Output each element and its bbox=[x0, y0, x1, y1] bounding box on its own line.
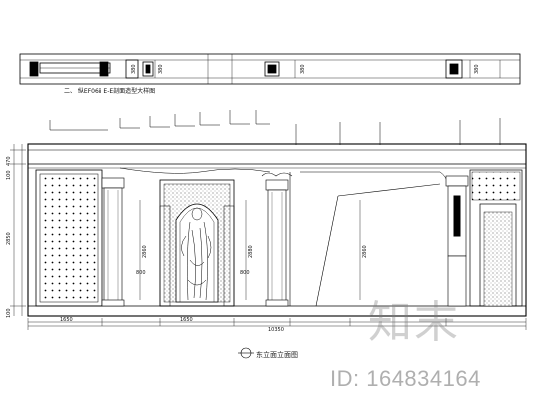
inner-height-3: 2860 bbox=[362, 245, 368, 258]
height-dim-4: 100 bbox=[6, 308, 12, 318]
annotation-leaders bbox=[49, 110, 501, 145]
strip-dim-3: 380 bbox=[300, 64, 306, 74]
bottom-dim-2: 1650 bbox=[180, 317, 193, 323]
center-column bbox=[261, 172, 293, 307]
statue-figure bbox=[181, 207, 212, 301]
inner-height-1: 2860 bbox=[142, 245, 148, 258]
left-panel bbox=[35, 169, 103, 307]
inner-height-2: 2880 bbox=[248, 245, 254, 258]
height-dim-2: 100 bbox=[6, 170, 12, 180]
top-section-strip bbox=[19, 53, 521, 85]
drawing-title: 东立面立面图 bbox=[256, 351, 298, 359]
height-dim-3: 2850 bbox=[6, 232, 12, 245]
top-caption: 二、 纵EF06ⅱ E-E剖面造型大样图 bbox=[64, 88, 156, 95]
bottom-dim-1: 1650 bbox=[60, 317, 73, 323]
inner-width-2: 800 bbox=[240, 270, 250, 276]
inner-width-1: 800 bbox=[136, 270, 146, 276]
arch-niche bbox=[159, 179, 235, 307]
dimension-lines bbox=[10, 144, 527, 330]
title-marker bbox=[238, 347, 254, 359]
left-column bbox=[101, 177, 125, 307]
right-column bbox=[445, 175, 469, 307]
right-door bbox=[469, 169, 523, 307]
height-dim-1: 470 bbox=[6, 156, 12, 166]
strip-dim-4: 380 bbox=[474, 64, 480, 74]
angled-wall bbox=[289, 172, 441, 307]
strip-dim-1: 380 bbox=[131, 64, 137, 74]
strip-dim-2: 380 bbox=[158, 64, 164, 74]
watermark-logo: 知末 bbox=[368, 297, 460, 348]
watermark-id: ID: 164834164 bbox=[330, 366, 481, 391]
total-width-dim: 10350 bbox=[268, 327, 284, 333]
